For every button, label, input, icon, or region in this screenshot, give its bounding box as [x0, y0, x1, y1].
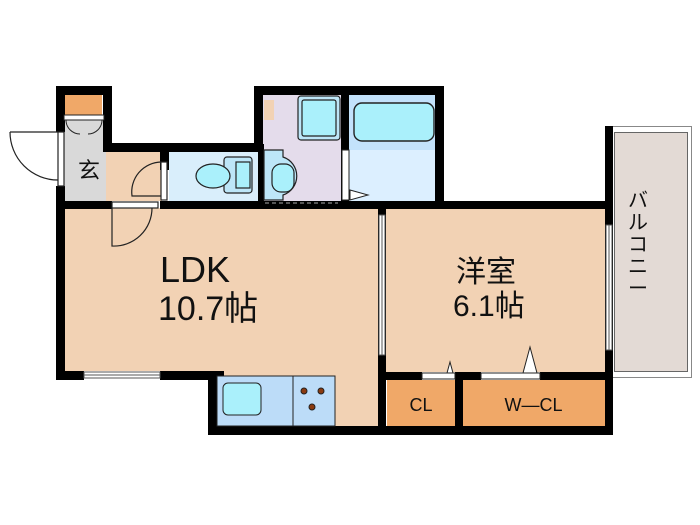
western-room-floor: [386, 208, 605, 372]
wall: [208, 371, 217, 431]
wall: [258, 144, 264, 204]
ldk-door-icon: [111, 201, 159, 247]
stove-icon: [292, 375, 336, 427]
wall: [160, 371, 224, 380]
western-room-area: 6.1帖: [453, 290, 525, 323]
western-room-label: 洋室: [456, 256, 516, 289]
sliding-door-icon: [378, 214, 386, 356]
entrance-floor: [64, 118, 106, 201]
closet-door-icon: [421, 345, 541, 380]
closet-label: CL: [409, 395, 433, 415]
wall: [56, 371, 84, 380]
entrance-label: 玄: [77, 158, 100, 183]
wall: [386, 372, 422, 380]
toilet-door-icon: [131, 161, 168, 201]
toilet-icon: [195, 156, 253, 194]
wall: [435, 86, 444, 208]
ldk-window-icon: [83, 371, 161, 379]
shoe-box: [64, 95, 102, 115]
wall: [254, 86, 263, 144]
balcony-window-icon: [605, 224, 613, 351]
wall: [56, 201, 112, 209]
balcony-floor: [614, 132, 688, 372]
walk-in-closet-floor: [462, 380, 605, 426]
wall: [56, 86, 112, 95]
shoe-box-door-icon: [63, 114, 105, 135]
washing-machine-icon: [263, 149, 298, 201]
cabinet: [264, 100, 274, 120]
wall: [455, 376, 463, 431]
wall: [56, 186, 65, 380]
balcony-label: バルコニー: [628, 190, 648, 300]
ldk-area: 10.7帖: [158, 290, 259, 328]
closet-floor: [387, 380, 455, 426]
walk-in-closet-label: W—CL: [504, 395, 563, 415]
entrance-door-icon: [9, 131, 65, 187]
wall: [540, 372, 606, 380]
wall: [160, 201, 613, 209]
wall: [208, 426, 613, 435]
wall: [455, 372, 481, 380]
hall-floor: [106, 152, 162, 201]
ldk-floor: [64, 208, 379, 371]
wall: [160, 150, 169, 170]
wall: [103, 86, 112, 152]
washbasin-icon: [297, 95, 341, 141]
ldk-label: LDK: [160, 249, 231, 290]
bathtub-icon: [353, 102, 435, 142]
bath-door-icon: [341, 149, 370, 201]
kitchen-sink-icon: [216, 375, 294, 427]
wall: [341, 86, 349, 206]
wall: [103, 143, 263, 152]
wall: [254, 86, 444, 95]
wall: [56, 86, 65, 132]
